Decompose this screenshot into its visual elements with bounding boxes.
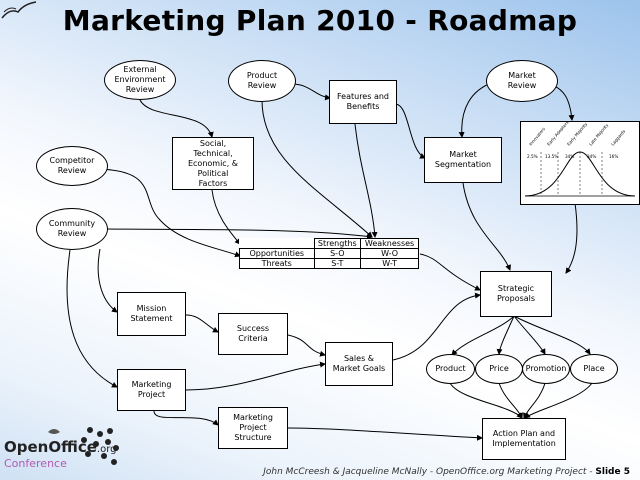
curve-percent-label: 34% xyxy=(587,154,596,159)
community-review-node: Community Review xyxy=(36,208,108,250)
promotion-node: Promotion xyxy=(522,354,570,384)
curve-segment-label: Laggards xyxy=(610,129,626,147)
sales-market-goals-box: Sales & Market Goals xyxy=(325,342,393,386)
curve-segment-label: Late Majority xyxy=(588,122,610,147)
swot-table: Strengths Weaknesses Opportunities S-O W… xyxy=(239,238,419,269)
people-icon xyxy=(48,427,119,465)
success-criteria-box: Success Criteria xyxy=(218,313,288,355)
swot-header-weaknesses: Weaknesses xyxy=(360,238,419,249)
marketing-project-structure-box: Marketing Project Structure xyxy=(218,407,288,449)
swot-cell-wt: W-T xyxy=(360,258,419,269)
logo-conference: Conference xyxy=(4,457,67,470)
features-benefits-box: Features and Benefits xyxy=(329,80,397,124)
openoffice-conference-logo: OpenOffice.org Conference xyxy=(4,424,124,476)
curve-percent-label: 16% xyxy=(609,154,618,159)
external-environment-review-node: External Environment Review xyxy=(104,60,176,100)
slide-title: Marketing Plan 2010 - Roadmap xyxy=(62,4,578,37)
curve-percent-label: 13.5% xyxy=(545,154,558,159)
product-node: Product xyxy=(426,354,475,384)
swot-cell-so: S-O xyxy=(313,248,362,259)
logo-brand: OpenOffice.org xyxy=(4,438,116,456)
swot-cell-st: S-T xyxy=(313,258,362,269)
curve-percent-label: 2.5% xyxy=(527,154,538,159)
action-plan-box: Action Plan and Implementation xyxy=(482,418,566,460)
swot-header-strengths: Strengths xyxy=(313,238,362,249)
slide-footer: John McCreesh & Jacqueline McNally - Ope… xyxy=(263,467,630,477)
mission-statement-box: Mission Statement xyxy=(117,292,186,336)
curve-segment-label: Early Majority xyxy=(566,122,589,147)
curve-percent-label: 34% xyxy=(565,154,574,159)
place-node: Place xyxy=(570,354,618,384)
swot-row-threats: Threats xyxy=(239,258,315,269)
footer-slide-number: Slide 5 xyxy=(595,467,630,477)
market-segmentation-box: Market Segmentation xyxy=(424,137,502,183)
strategic-proposals-box: Strategic Proposals xyxy=(480,271,552,317)
logo-brand-text: OpenOffice xyxy=(4,438,97,456)
product-review-node: Product Review xyxy=(228,60,296,102)
competitor-review-node: Competitor Review xyxy=(36,146,108,186)
curve-segment-label: Innovators xyxy=(528,126,546,146)
swot-row-opportunities: Opportunities xyxy=(239,248,315,259)
logo-brand-suffix: .org xyxy=(96,444,117,455)
price-node: Price xyxy=(475,354,523,384)
swot-cell-wo: W-O xyxy=(360,248,419,259)
marketing-project-box: Marketing Project xyxy=(117,369,186,411)
footer-text: John McCreesh & Jacqueline McNally - Ope… xyxy=(263,467,596,477)
market-review-node: Market Review xyxy=(486,60,558,102)
seagull-icon xyxy=(1,1,37,19)
social-factors-box: Social, Technical, Economic, & Political… xyxy=(172,137,254,190)
